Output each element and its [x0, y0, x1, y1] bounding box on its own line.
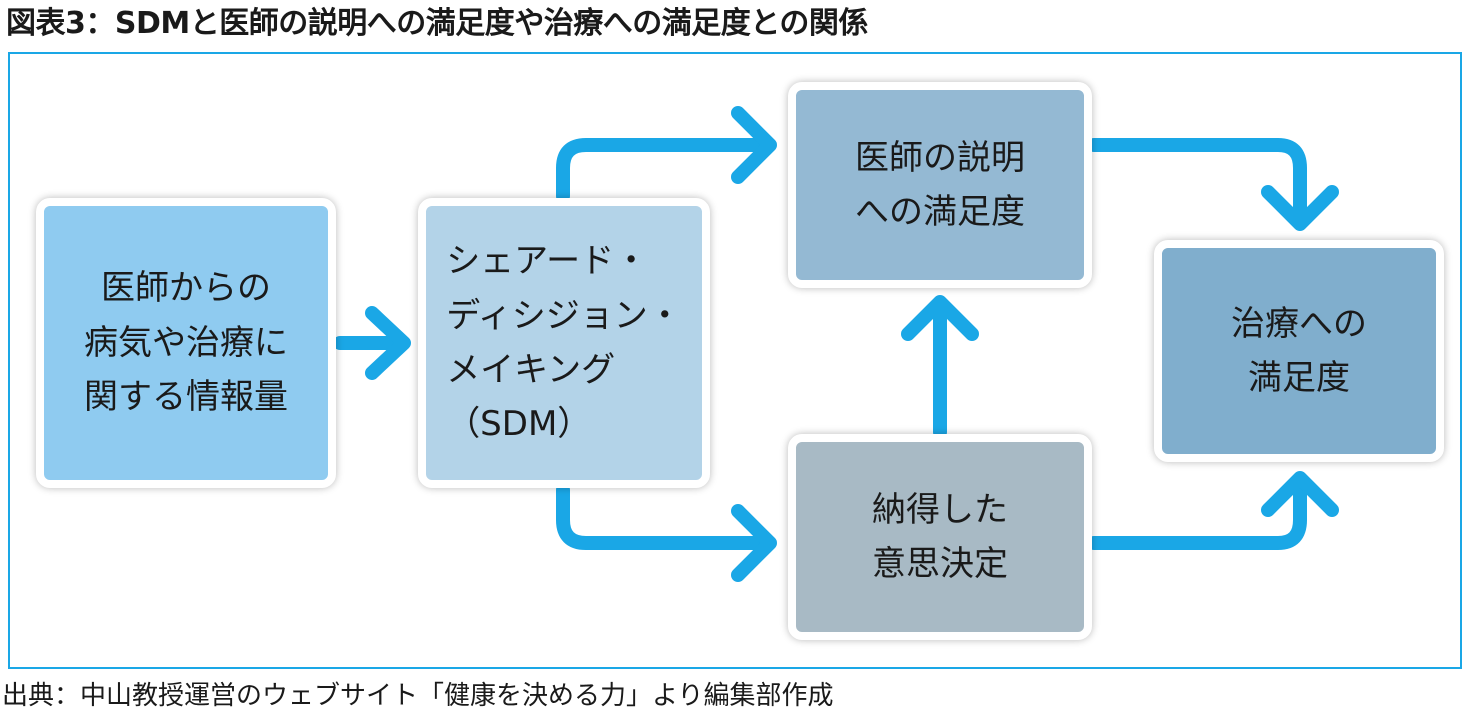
arrowhead-decision-to-treatment: [1261, 471, 1339, 517]
node-informed-decision: 納得した 意思決定: [788, 434, 1092, 640]
figure-title: 図表3：SDMと医師の説明への満足度や治療への満足度との関係: [6, 6, 868, 41]
arrowhead-sdm-to-doctor: [731, 106, 777, 184]
diagram-frame: [8, 52, 1462, 669]
arrow-sdm-to-decision: [556, 483, 773, 550]
node-doctor-explanation-satisfaction-label: 医師の説明 への満足度: [855, 137, 1025, 232]
source-note: 出典：中山教授運営のウェブサイト「健康を決める力」より編集部作成: [2, 681, 834, 711]
arrowhead-decision-to-doctor: [901, 295, 979, 341]
node-informed-decision-label: 納得した 意思決定: [872, 489, 1008, 584]
node-information-amount: 医師からの 病気や治療に 関する情報量: [36, 198, 336, 488]
node-information-amount-label: 医師からの 病気や治療に 関する情報量: [84, 268, 288, 418]
node-shared-decision-making-label: シェアード・ ディシジョン・ メイキング （SDM）: [446, 241, 682, 445]
node-treatment-satisfaction-label: 治療への 満足度: [1231, 303, 1367, 398]
node-shared-decision-making: シェアード・ ディシジョン・ メイキング （SDM）: [418, 198, 710, 488]
node-doctor-explanation-satisfaction: 医師の説明 への満足度: [788, 82, 1092, 288]
arrow-doctor-to-treatment: [1087, 138, 1307, 227]
arrow-sdm-to-doctor: [556, 138, 773, 203]
arrowhead-info-to-sdm: [365, 306, 411, 380]
node-treatment-satisfaction: 治療への 満足度: [1154, 240, 1444, 462]
arrowhead-sdm-to-decision: [731, 504, 777, 582]
arrowhead-doctor-to-treatment: [1261, 185, 1339, 231]
arrow-decision-to-treatment: [1087, 475, 1307, 550]
